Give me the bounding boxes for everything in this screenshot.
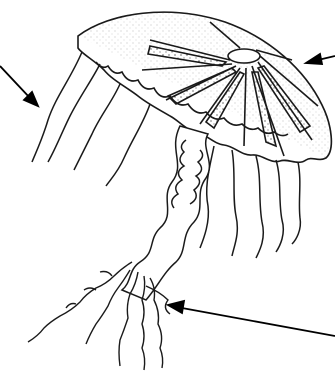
arrow-pointer-bottom-right xyxy=(168,301,335,336)
arrow-pointer-top-right xyxy=(306,54,335,64)
arrow-pointer-left xyxy=(0,66,38,106)
oral-arms xyxy=(122,126,209,300)
bell-center-disk xyxy=(228,49,260,63)
